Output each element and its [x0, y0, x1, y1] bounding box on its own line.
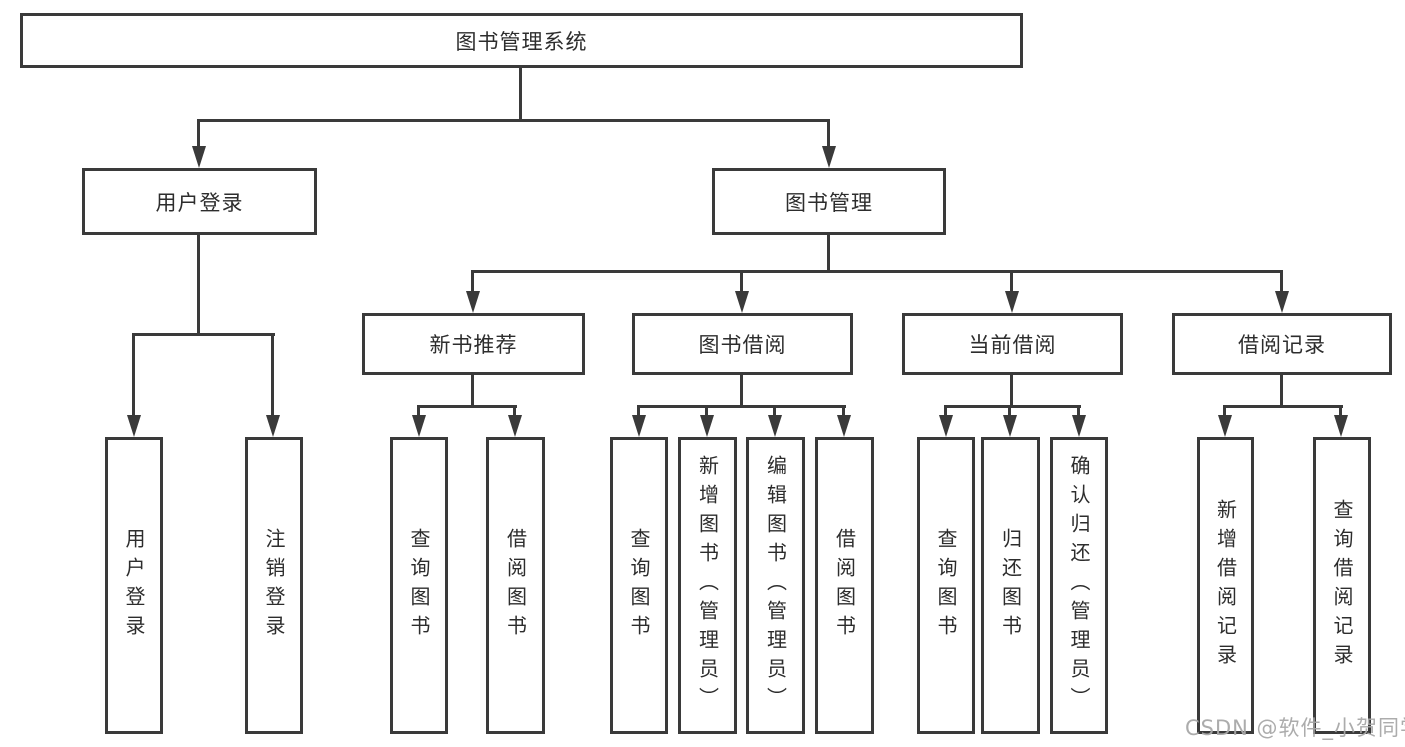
node-root-label: 图书管理系统 — [455, 29, 588, 54]
connector-newbookrec-bar — [417, 405, 517, 408]
leaf-user-login: 用户登录 — [105, 437, 163, 734]
node-borrow-records: 借阅记录 — [1172, 313, 1392, 375]
arrowhead-user-login — [127, 415, 141, 437]
connector-currentborrow-bar — [944, 405, 1081, 408]
leaf-nb-borrow: 借阅图书 — [486, 437, 545, 734]
leaf-bb-borrow: 借阅图书 — [815, 437, 874, 734]
leaf-br-add-label: 新增借阅记录 — [1213, 498, 1238, 673]
arrowhead-cb-return — [1003, 415, 1017, 437]
connector-drop-bb-add — [705, 405, 708, 417]
leaf-nb-query-label: 查询图书 — [407, 527, 431, 644]
connector-drop-bb-edit — [773, 405, 776, 417]
connector-bookmgmt-trunk — [827, 235, 830, 273]
arrowhead-book-mgmt-group — [822, 146, 836, 168]
leaf-br-query: 查询借阅记录 — [1313, 437, 1371, 734]
leaf-user-login-label: 用户登录 — [122, 527, 146, 644]
arrowhead-new-book-rec — [466, 291, 480, 313]
connector-bookborrow-bar — [637, 405, 846, 408]
leaf-cb-return: 归还图书 — [981, 437, 1040, 734]
connector-drop-br-add — [1223, 405, 1226, 417]
connector-userlogin-bar — [132, 333, 275, 336]
arrowhead-book-borrow — [735, 291, 749, 313]
leaf-nb-query: 查询图书 — [390, 437, 448, 734]
connector-bookmgmt-bar — [471, 270, 1283, 273]
arrowhead-bb-add — [700, 415, 714, 437]
connector-drop-logout — [271, 333, 274, 417]
leaf-br-add: 新增借阅记录 — [1197, 437, 1254, 734]
arrowhead-bb-query — [632, 415, 646, 437]
connector-drop-new-book-rec — [471, 270, 474, 293]
arrowhead-br-add — [1218, 415, 1232, 437]
connector-drop-book-mgmt-group — [827, 119, 830, 148]
leaf-cb-confirm: 确认归还（管理员） — [1050, 437, 1108, 734]
leaf-bb-borrow-label: 借阅图书 — [832, 527, 857, 644]
node-book-borrow-label: 图书借阅 — [698, 333, 787, 357]
connector-drop-nb-borrow — [513, 405, 516, 417]
connector-drop-nb-query — [417, 405, 420, 417]
leaf-cb-confirm-label: 确认归还（管理员） — [1067, 455, 1091, 716]
connector-drop-book-borrow — [740, 270, 743, 293]
node-book-borrow: 图书借阅 — [632, 313, 853, 375]
leaf-bb-query: 查询图书 — [610, 437, 668, 734]
connector-bookborrow-trunk — [740, 375, 743, 408]
arrowhead-current-borrow — [1005, 291, 1019, 313]
csdn-watermark: CSDN @软件_小贺同学 — [1185, 716, 1405, 740]
arrowhead-user-login-group — [192, 146, 206, 168]
node-current-borrow: 当前借阅 — [902, 313, 1123, 375]
connector-root-trunk — [519, 68, 522, 121]
node-new-book-rec: 新书推荐 — [362, 313, 585, 375]
node-book-mgmt-group: 图书管理 — [712, 168, 946, 235]
leaf-bb-edit: 编辑图书（管理员） — [746, 437, 805, 734]
arrowhead-logout — [266, 415, 280, 437]
leaf-cb-query-label: 查询图书 — [934, 527, 958, 644]
leaf-bb-add: 新增图书（管理员） — [678, 437, 737, 734]
connector-drop-br-query — [1339, 405, 1342, 417]
connector-drop-cb-return — [1008, 405, 1011, 417]
node-root: 图书管理系统 — [20, 13, 1023, 68]
connector-root-bar — [197, 119, 830, 122]
connector-drop-bb-query — [637, 405, 640, 417]
leaf-bb-query-label: 查询图书 — [627, 527, 651, 644]
connector-drop-user-login-group — [197, 119, 200, 148]
connector-currentborrow-trunk — [1010, 375, 1013, 408]
arrowhead-cb-confirm — [1072, 415, 1086, 437]
arrowhead-cb-query — [939, 415, 953, 437]
connector-drop-current-borrow — [1010, 270, 1013, 293]
leaf-bb-add-label: 新增图书（管理员） — [695, 455, 720, 716]
leaf-bb-edit-label: 编辑图书（管理员） — [763, 455, 788, 716]
connector-drop-cb-confirm — [1077, 405, 1080, 417]
connector-borrowrecords-bar — [1223, 405, 1343, 408]
arrowhead-nb-query — [412, 415, 426, 437]
arrowhead-br-query — [1334, 415, 1348, 437]
arrowhead-bb-borrow — [837, 415, 851, 437]
leaf-logout: 注销登录 — [245, 437, 303, 734]
connector-newbookrec-trunk — [471, 375, 474, 408]
node-borrow-records-label: 借阅记录 — [1238, 333, 1326, 357]
arrowhead-bb-edit — [768, 415, 782, 437]
arrowhead-borrow-records — [1275, 291, 1289, 313]
node-new-book-rec-label: 新书推荐 — [429, 333, 518, 357]
connector-drop-user-login — [132, 333, 135, 417]
node-user-login-group-label: 用户登录 — [155, 190, 244, 215]
leaf-cb-query: 查询图书 — [917, 437, 975, 734]
leaf-nb-borrow-label: 借阅图书 — [503, 527, 528, 644]
node-user-login-group: 用户登录 — [82, 168, 317, 235]
arrowhead-nb-borrow — [508, 415, 522, 437]
connector-userlogin-trunk — [197, 235, 200, 335]
leaf-br-query-label: 查询借阅记录 — [1330, 498, 1354, 673]
node-book-mgmt-group-label: 图书管理 — [785, 190, 873, 215]
leaf-logout-label: 注销登录 — [262, 527, 286, 644]
node-current-borrow-label: 当前借阅 — [968, 333, 1057, 357]
connector-drop-cb-query — [944, 405, 947, 417]
leaf-cb-return-label: 归还图书 — [998, 527, 1023, 644]
connector-drop-bb-borrow — [842, 405, 845, 417]
connector-borrowrecords-trunk — [1280, 375, 1283, 408]
connector-drop-borrow-records — [1280, 270, 1283, 293]
